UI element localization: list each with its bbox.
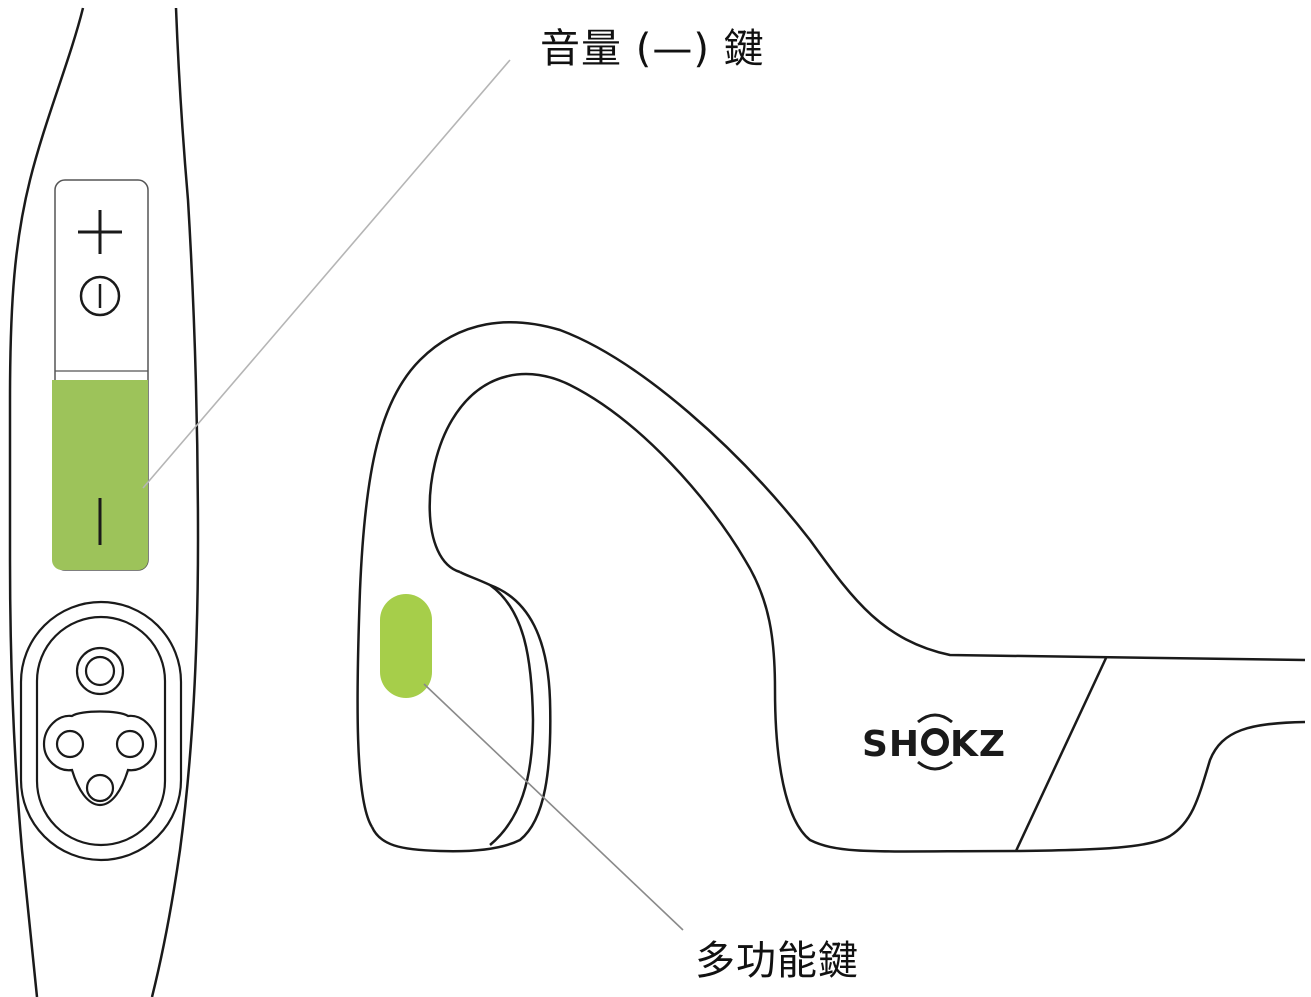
charging-port [19, 600, 183, 862]
pogo-pin-bottom [85, 773, 115, 803]
headset-body [356, 321, 1306, 853]
shokz-logo: SH KZ [862, 713, 1006, 771]
multifunction-button[interactable] [380, 594, 432, 698]
band-seam [1014, 657, 1108, 852]
band-right-edge [150, 7, 200, 997]
volume-down-button-top [52, 380, 148, 400]
svg-text:SH: SH [862, 724, 920, 765]
side-band [8, 7, 200, 997]
ear-hook-outer [356, 321, 1306, 828]
volume-down-leader-line [142, 59, 511, 489]
band-left-edge [8, 7, 85, 997]
pogo-pin-right [115, 729, 145, 759]
pogo-pin-left [55, 729, 85, 759]
button-panel [52, 179, 149, 571]
pogo-pin-top [75, 646, 125, 696]
pin-cluster [42, 710, 158, 807]
volume-down-label: 音量 (—) 鍵 [540, 26, 765, 72]
multifunction-label: 多功能鍵 [695, 938, 859, 984]
multifunction-leader-line [423, 683, 684, 931]
ear-hook-inner [428, 372, 1306, 853]
plus-icon [78, 210, 122, 254]
transducer-inner-edge [489, 583, 535, 846]
power-icon [79, 275, 121, 317]
volume-down-button[interactable] [52, 380, 148, 570]
svg-text:KZ: KZ [950, 724, 1006, 765]
